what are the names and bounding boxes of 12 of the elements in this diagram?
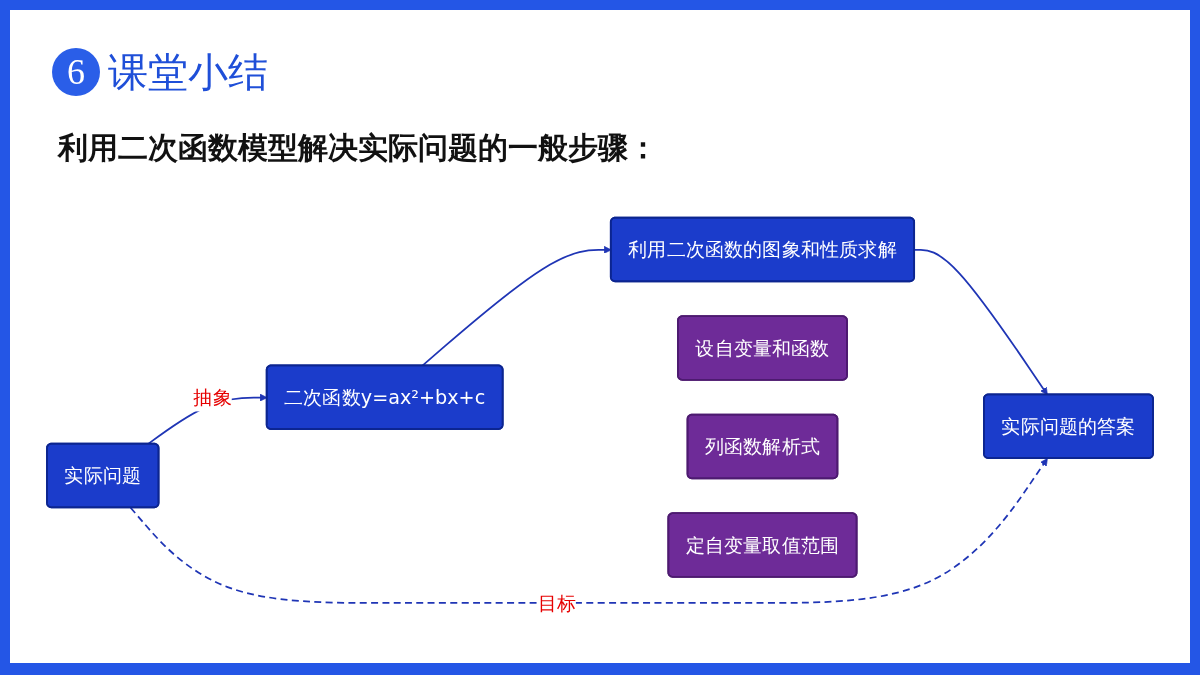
process-box: 实际问题的答案: [983, 393, 1154, 459]
process-box: 二次函数y=ax²+bx+c: [265, 364, 504, 430]
process-box: 实际问题: [46, 442, 160, 509]
process-box: 利用二次函数的图象和性质求解: [609, 216, 916, 283]
section-number: 6: [52, 48, 100, 96]
step-box: 设自变量和函数: [677, 315, 848, 381]
slide-title: 课堂小结: [108, 48, 268, 96]
subtitle: 利用二次函数模型解决实际问题的一般步骤：: [58, 129, 658, 167]
edge-label: 目标: [537, 592, 576, 614]
step-box: 列函数解析式: [686, 413, 839, 480]
step-box: 定自变量取值范围: [667, 512, 858, 578]
arrow: [129, 458, 1048, 604]
